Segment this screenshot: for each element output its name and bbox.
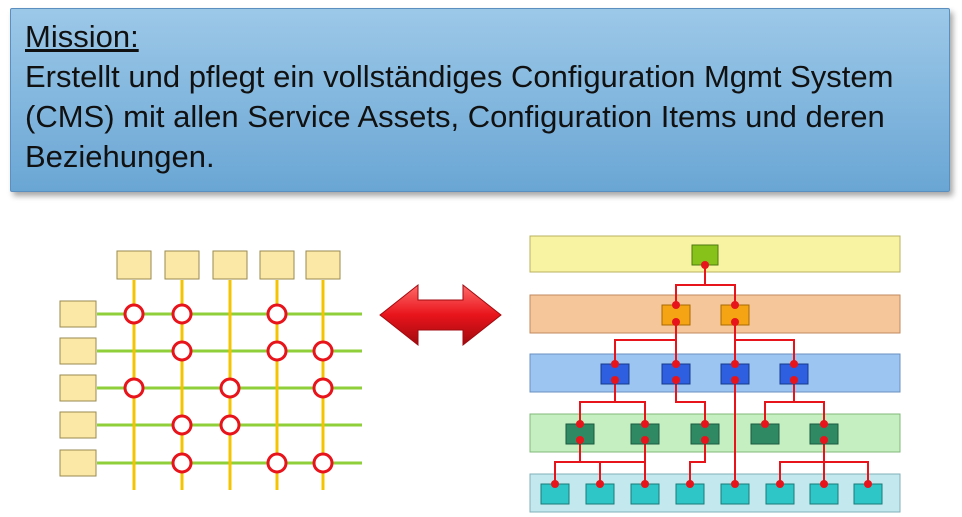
matrix-relation-circle [123, 303, 145, 325]
double-arrow-icon [379, 283, 502, 347]
matrix-row-box [59, 300, 97, 328]
mission-heading: Mission: [25, 19, 139, 54]
matrix-relation-circle [312, 340, 334, 362]
layer-3 [529, 353, 901, 393]
matrix-row-box [59, 411, 97, 439]
matrix-column-box [116, 250, 152, 280]
hierarchy-connections [554, 265, 869, 484]
matrix-column-boxes [116, 250, 341, 280]
matrix-row-box [59, 374, 97, 402]
matrix-relation-circle [171, 414, 193, 436]
matrix-row-box [59, 337, 97, 365]
matrix-relations [123, 303, 334, 474]
matrix-relation-circle [266, 340, 288, 362]
mission-banner: Mission: Erstellt und pflegt ein vollstä… [10, 8, 950, 192]
matrix-column-box [212, 250, 248, 280]
layer-2 [529, 294, 901, 334]
hierarchy-junction-dots [551, 261, 872, 488]
layer-hierarchy [529, 235, 901, 513]
matrix-relation-circle [219, 377, 241, 399]
matrix-relation-circle [219, 414, 241, 436]
matrix-relation-circle [171, 303, 193, 325]
matrix-relation-circle [266, 303, 288, 325]
matrix-row-box [59, 449, 97, 477]
relationship-matrix [59, 250, 362, 490]
matrix-column-box [259, 250, 295, 280]
matrix-relation-circle [123, 377, 145, 399]
matrix-relation-circle [266, 452, 288, 474]
matrix-relation-circle [171, 340, 193, 362]
matrix-relation-circle [171, 452, 193, 474]
matrix-column-box [305, 250, 341, 280]
matrix-relation-circle [312, 452, 334, 474]
matrix-relation-circle [312, 377, 334, 399]
mission-text: Erstellt und pflegt ein vollständiges Co… [25, 59, 894, 174]
matrix-column-box [164, 250, 200, 280]
matrix-row-boxes [59, 300, 97, 477]
